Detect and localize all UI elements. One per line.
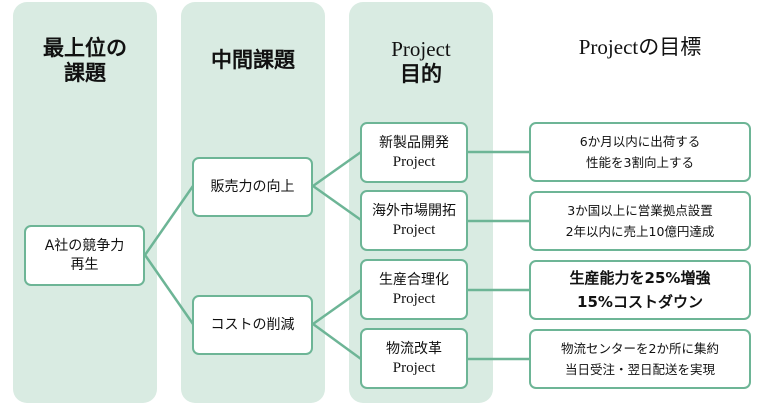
header-middle-issue: 中間課題 <box>211 48 295 72</box>
project-box: 生産合理化 Project <box>360 259 468 320</box>
header-project-goal: Projectの目標 <box>578 35 702 59</box>
project-suffix: Project <box>392 221 436 238</box>
project-box: 新製品開発 Project <box>360 122 468 183</box>
header-top-issue-line2: 課題 <box>64 61 106 85</box>
middle-issue-box: 販売力の向上 <box>192 157 313 217</box>
connector <box>312 322 362 361</box>
connector <box>143 185 195 256</box>
project-suffix: Project <box>392 153 436 170</box>
project-name: 物流改革 <box>386 340 442 357</box>
goal-box: 3か国以上に営業拠点設置 2年以内に売上10億円達成 <box>529 191 751 251</box>
goal-line: 15%コストダウン <box>577 293 703 311</box>
project-suffix: Project <box>392 359 436 376</box>
project-suffix: Project <box>392 290 436 307</box>
goal-box: 物流センターを2か所に集約 当日受注・翌日配送を実現 <box>529 329 751 389</box>
header-top-issue-line1: 最上位の <box>43 36 127 60</box>
goal-line: 物流センターを2か所に集約 <box>561 341 719 356</box>
top-issue-line2: 再生 <box>70 256 99 273</box>
connector <box>143 254 195 325</box>
middle-issue-box: コストの削減 <box>192 295 313 355</box>
goal-box: 6か月以内に出荷する 性能を3割向上する <box>529 122 751 182</box>
goal-box: 生産能力を25%増強 15%コストダウン <box>529 260 751 320</box>
top-issue-line1: A社の競争力 <box>44 237 125 254</box>
goal-line: 3か国以上に営業拠点設置 <box>567 203 713 218</box>
project-name: 生産合理化 <box>379 271 449 288</box>
connector <box>312 288 362 326</box>
header-top-issue: 最上位の課題 <box>13 36 157 86</box>
header-project-word: Project <box>391 37 451 61</box>
goal-line: 2年以内に売上10億円達成 <box>565 224 715 239</box>
project-box: 物流改革 Project <box>360 328 468 389</box>
goal-line: 当日受注・翌日配送を実現 <box>564 362 715 377</box>
project-name: 海外市場開拓 <box>372 202 456 219</box>
header-purpose-word: 目的 <box>400 62 442 86</box>
project-box: 海外市場開拓 Project <box>360 190 468 251</box>
goal-line: 6か月以内に出荷する <box>579 134 701 149</box>
goal-line: 性能を3割向上する <box>586 155 694 170</box>
top-issue-box: A社の競争力 再生 <box>24 225 145 286</box>
goal-line: 生産能力を25%増強 <box>569 269 711 287</box>
project-name: 新製品開発 <box>379 134 449 151</box>
header-project-purpose: Project 目的 <box>349 37 493 87</box>
connector <box>312 184 362 222</box>
connector <box>312 150 362 188</box>
column-top-issue <box>13 2 157 403</box>
